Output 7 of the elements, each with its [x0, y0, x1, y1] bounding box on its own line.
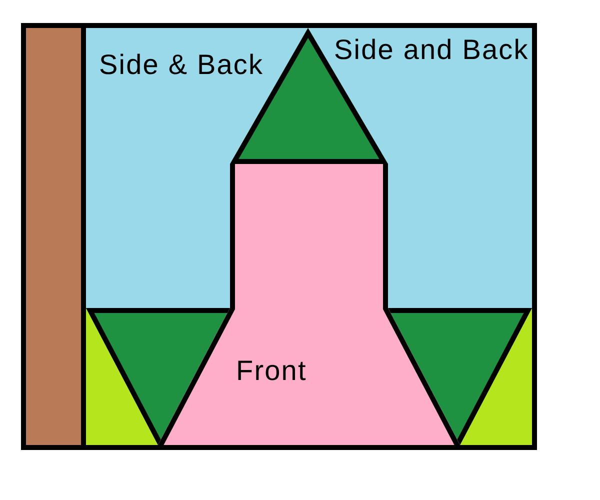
region-label: Side & Back: [99, 51, 264, 79]
front-panel: [158, 164, 460, 445]
corner-triangle: [460, 308, 532, 445]
corner-triangle: [86, 308, 158, 445]
side-strip: [26, 28, 86, 445]
region-label: Side and Back: [334, 36, 529, 64]
region-label: Front: [236, 357, 307, 385]
